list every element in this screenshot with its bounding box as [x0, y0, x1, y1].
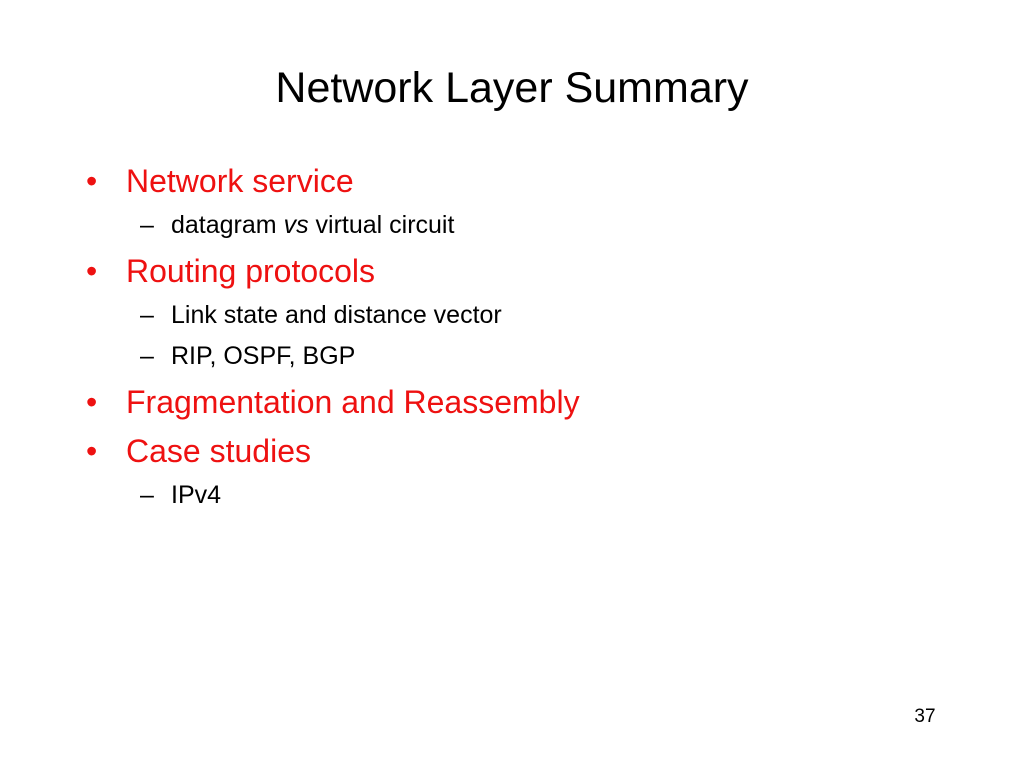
sub-bullet-ipv4: –IPv4 [140, 480, 221, 510]
sub-bullet-link-state: –Link state and distance vector [140, 300, 502, 330]
bullet-icon: • [86, 433, 98, 469]
sub-bullet-text: Link state and distance vector [171, 301, 502, 329]
bullet-routing-protocols: • Routing protocols [86, 252, 375, 290]
dash-icon: – [140, 301, 154, 329]
sub-bullet-text-italic: vs [283, 211, 309, 239]
sub-bullet-text: RIP, OSPF, BGP [171, 342, 356, 370]
bullet-text: Routing protocols [126, 253, 376, 289]
sub-bullet-rip-ospf-bgp: –RIP, OSPF, BGP [140, 341, 355, 371]
bullet-icon: • [86, 163, 98, 199]
page-number: 37 [914, 706, 936, 727]
dash-icon: – [140, 211, 154, 239]
bullet-text: Fragmentation and Reassembly [126, 384, 580, 420]
sub-bullet-datagram-vs-virtual-circuit: –datagram vs virtual circuit [140, 210, 454, 240]
slide-title: Network Layer Summary [275, 64, 749, 112]
bullet-text: Network service [126, 163, 354, 199]
sub-bullet-text: IPv4 [171, 481, 222, 509]
sub-bullet-text-part: datagram [171, 211, 284, 239]
dash-icon: – [140, 342, 154, 370]
sub-bullet-text-part: virtual circuit [308, 211, 455, 239]
bullet-icon: • [86, 253, 98, 289]
bullet-text: Case studies [126, 433, 311, 469]
bullet-case-studies: • Case studies [86, 432, 311, 470]
bullet-icon: • [86, 384, 98, 420]
bullet-fragmentation: • Fragmentation and Reassembly [86, 383, 580, 421]
bullet-network-service: • Network service [86, 162, 354, 200]
dash-icon: – [140, 481, 154, 509]
